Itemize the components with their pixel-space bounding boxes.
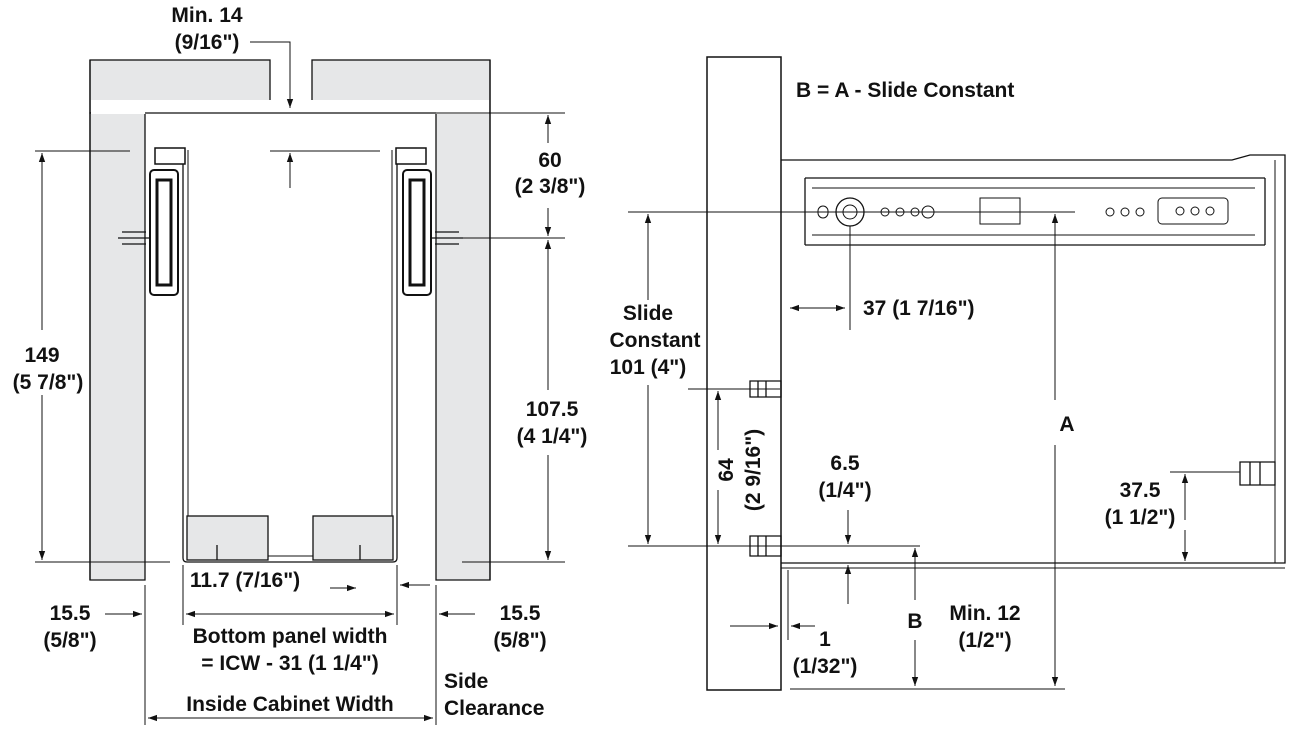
min14-imperial: (9/16") [175,31,240,54]
dim-107-5-imperial: (4 1/4") [517,425,588,448]
dim-6-5: 6.5 [830,452,860,475]
slide-right [395,147,463,296]
bottom-panel-left [186,515,269,561]
dim-11-7: 11.7 (7/16") [190,569,300,592]
drawer-box [182,150,398,563]
dim-15-5-left: 15.5 [50,602,91,625]
dim-15-5-right-imperial: (5/8") [493,629,546,652]
dim-37-5: 37.5 [1120,479,1161,502]
dim-60: 60 [538,149,561,172]
slide-constant-line1: Slide [623,302,673,325]
dim-37: 37 (1 7/16") [863,297,975,320]
dim-64-imperial: (2 9/16") [742,429,765,511]
slide-left [118,147,186,296]
drawer-side [781,154,1286,564]
formula-label: B = A - Slide Constant [796,79,1014,102]
dim-6-5-imperial: (1/4") [818,479,871,502]
cabinet-right-side [435,112,491,581]
dim-60-imperial: (2 3/8") [515,175,586,198]
inside-cabinet-width-label: Inside Cabinet Width [186,693,393,716]
dim-15-5-left-imperial: (5/8") [43,629,96,652]
min14-label: Min. 14 [171,4,243,27]
dim-107-5: 107.5 [526,398,579,421]
min12-label: Min. 12 [949,602,1020,625]
cabinet-left-side [89,112,146,581]
side-clearance-line2: Clearance [444,697,544,720]
slide-constant-line2: Constant [610,329,701,352]
dim-149: 149 [24,344,59,367]
dim-15-5-right: 15.5 [500,602,541,625]
min12-imperial: (1/2") [958,629,1011,652]
cabinet-front-board [706,56,782,691]
slide-rail [804,177,1266,246]
cabinet-front-view: Min. 14 (9/16") 60 (2 3/8") 107.5 (4 1/4… [13,4,588,725]
side-section-view: B = A - Slide Constant Slide Constant [610,56,1286,691]
dim-a: A [1059,413,1074,436]
bottom-panel-right [312,515,394,561]
slide-constant-value: 101 (4") [610,356,687,379]
screw-rear [1239,461,1276,486]
bottom-panel-label: Bottom panel width [193,625,388,648]
dim-1: 1 [819,628,831,651]
side-clearance-line1: Side [444,670,488,693]
dim-149-imperial: (5 7/8") [13,371,84,394]
dim-37-5-imperial: (1 1/2") [1105,506,1176,529]
bottom-panel-formula: = ICW - 31 (1 1/4") [201,652,378,675]
dim-64: 64 [715,458,738,482]
dim-1-imperial: (1/32") [793,655,858,678]
dim-b: B [907,610,922,633]
